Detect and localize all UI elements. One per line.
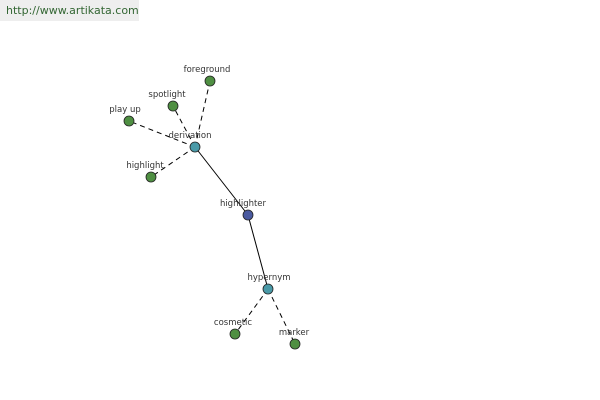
node-foreground[interactable] [204,75,216,87]
edge-hypernym-cosmetic [234,288,269,335]
edges-layer [128,80,296,345]
edge-highlighter-derivation [194,146,249,216]
node-label-marker[interactable]: marker [279,328,310,338]
source-url-banner[interactable]: http://www.artikata.com [0,0,139,21]
node-marker[interactable] [289,338,301,350]
edge-derivation-play_up [128,120,196,148]
node-play-up[interactable] [123,115,135,127]
node-label-foreground[interactable]: foreground [184,65,231,75]
node-label-hypernym[interactable]: hypernym [247,273,290,283]
node-label-cosmetic[interactable]: cosmetic [214,318,253,328]
node-cosmetic[interactable] [229,328,241,340]
edge-derivation-foreground [194,80,211,148]
node-label-derivation[interactable]: derivation [168,131,211,141]
node-hypernym[interactable] [262,283,274,295]
node-derivation[interactable] [189,141,201,153]
node-label-spotlight[interactable]: spotlight [148,90,186,100]
node-label-highlight[interactable]: highlight [126,161,164,171]
node-label-highlighter[interactable]: highlighter [220,199,267,209]
node-label-play-up[interactable]: play up [109,105,140,115]
edge-hypernym-marker [267,288,296,345]
labels-layer: highlighter derivation hypernym foreground s… [109,65,309,338]
node-highlighter[interactable] [242,209,254,221]
edge-highlighter-hypernym [247,214,269,290]
nodes-layer [123,75,301,350]
node-highlight[interactable] [145,171,157,183]
node-spotlight[interactable] [167,100,179,112]
edge-derivation-spotlight [172,105,196,148]
